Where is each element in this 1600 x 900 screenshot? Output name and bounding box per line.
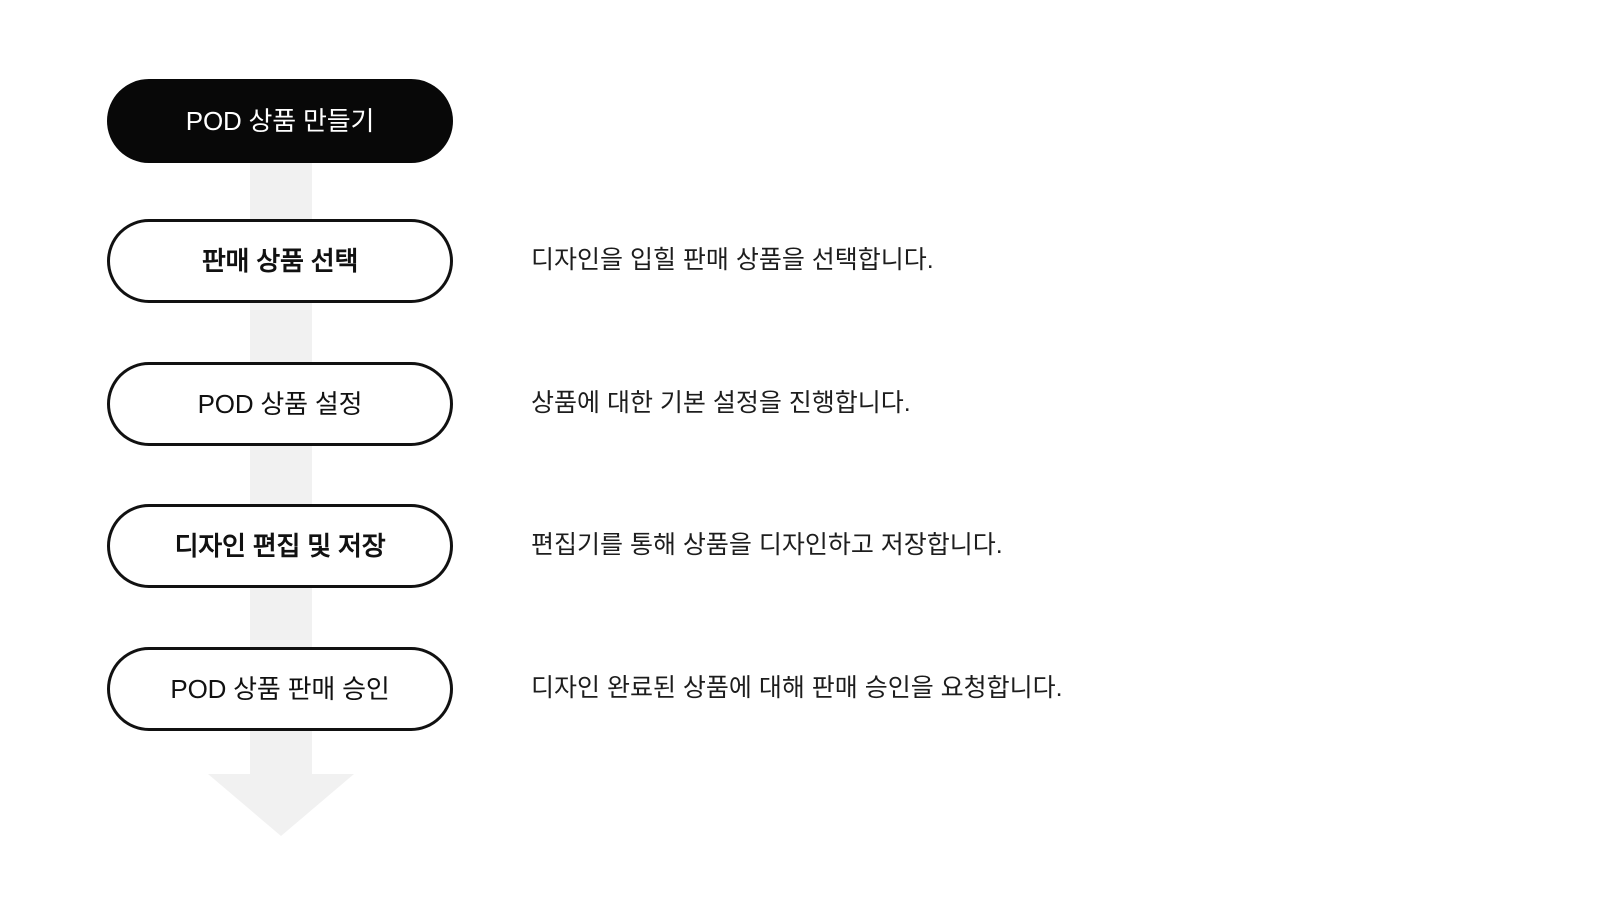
connector-step-2-to-3 [250,293,312,373]
flow-node-label: POD 상품 판매 승인 [170,674,390,704]
flow-node-label: POD 상품 만들기 [185,106,375,136]
flow-node-design-edit-save[interactable]: 디자인 편집 및 저장 [107,504,453,588]
connector-step-3-to-4 [250,435,312,515]
connector-step-4-to-5 [250,578,312,658]
flow-node-label: 디자인 편집 및 저장 [174,531,386,561]
step-description-pod-product-settings: 상품에 대한 기본 설정을 진행합니다. [531,389,911,417]
flow-node-pod-sale-approval[interactable]: POD 상품 판매 승인 [107,647,453,731]
flow-node-pod-product-settings[interactable]: POD 상품 설정 [107,362,453,446]
down-arrow-icon [208,718,354,836]
flow-node-select-sale-product[interactable]: 판매 상품 선택 [107,219,453,303]
step-description-select-sale-product: 디자인을 입힐 판매 상품을 선택합니다. [531,246,934,274]
step-description-design-edit-save: 편집기를 통해 상품을 디자인하고 저장합니다. [531,531,1003,559]
flow-node-label: 판매 상품 선택 [201,246,359,276]
flow-node-pod-product-create[interactable]: POD 상품 만들기 [107,79,453,163]
step-description-pod-sale-approval: 디자인 완료된 상품에 대해 판매 승인을 요청합니다. [531,674,1063,702]
flow-node-label: POD 상품 설정 [197,389,363,419]
connector-step-1-to-2 [250,150,312,230]
